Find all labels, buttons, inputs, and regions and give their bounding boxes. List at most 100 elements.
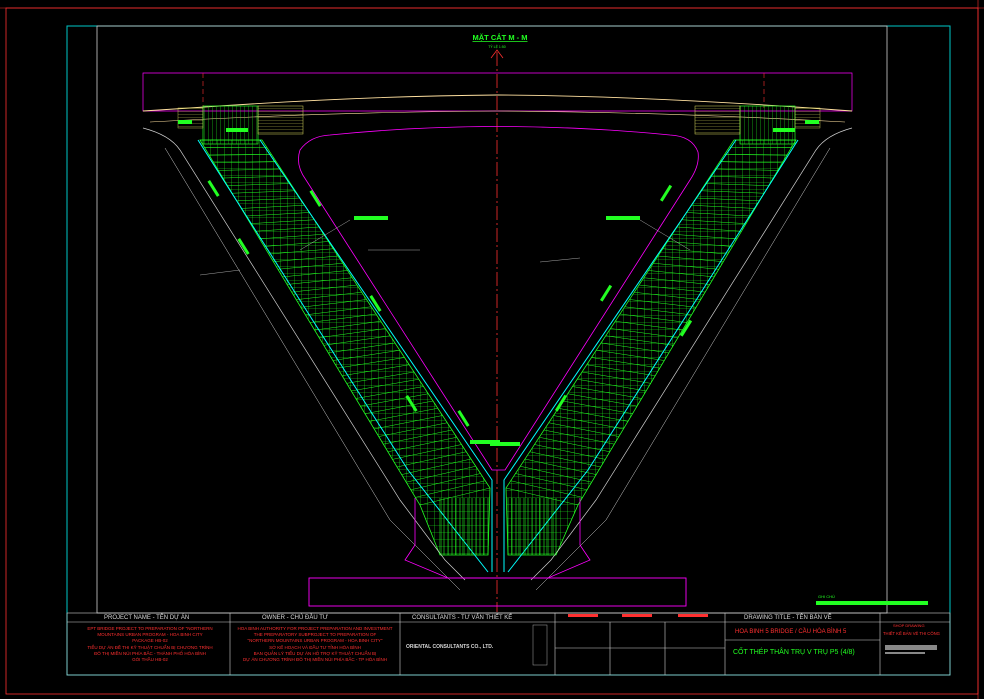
stirrup xyxy=(676,226,742,232)
stirrup xyxy=(355,386,424,399)
project-info: EPT BRIDGE PROJECT TO PREPARATION OF "NO… xyxy=(75,626,225,663)
rebar-callout-mark xyxy=(354,216,388,220)
left-head-yellow xyxy=(257,105,304,135)
stirrup xyxy=(218,168,282,171)
stirrup xyxy=(577,379,647,392)
project-line: MOUNTAINS URBAN PROGRAM - HOA BINH CITY xyxy=(97,632,203,638)
right-dim-line xyxy=(535,147,831,591)
stirrup xyxy=(505,487,579,506)
right-leg-concrete-outline xyxy=(530,127,853,581)
pile-cap xyxy=(308,577,687,607)
left-head-rebar xyxy=(202,105,259,145)
stirrup xyxy=(672,234,737,240)
left-leg-outer-face xyxy=(197,139,489,573)
stirrup xyxy=(337,357,405,369)
stirrup xyxy=(638,284,706,293)
project-line: TIỂU DỰ ÁN ĐỀ THI KỸ THUẬT CHUẨN BỊ CHƯƠ… xyxy=(87,644,213,650)
stirrup xyxy=(410,473,481,491)
stirrup xyxy=(282,270,348,278)
stirrup xyxy=(586,364,656,376)
stirrup xyxy=(232,190,296,194)
stirrup xyxy=(610,328,678,338)
right-head-rebar xyxy=(739,105,796,145)
stirrup xyxy=(236,197,301,202)
stirrup xyxy=(529,451,601,468)
rebar-callout-mark xyxy=(680,319,693,337)
stirrup xyxy=(558,408,629,422)
shop-drawing-label: SHOP DRAWING xyxy=(893,623,925,628)
stirrup xyxy=(600,342,669,354)
right-leg-outer-face xyxy=(507,139,799,573)
stirrup xyxy=(268,248,334,255)
consultant-name: ORIENTAL CONSULTANTS CO., LTD. xyxy=(406,644,494,650)
right-leg-stirrups xyxy=(505,139,796,506)
stirrup xyxy=(714,168,778,171)
stirrup xyxy=(510,480,583,498)
stirrup xyxy=(309,313,377,323)
owner-line: BAN QUẢN LÝ TIỂU DỰ ÁN HỖ TRỢ KỸ THUẬT C… xyxy=(253,650,377,656)
stirrup xyxy=(562,400,633,414)
stirrup xyxy=(346,371,415,384)
rebar-callout-mark xyxy=(555,394,568,412)
note-legend: GHI CHÚ xyxy=(816,594,928,605)
left-head-yellow2 xyxy=(177,107,204,129)
owner-info: HOA BINH AUTHORITY FOR PROJECT PREPARATI… xyxy=(234,626,396,663)
stirrup xyxy=(213,161,277,164)
shop-drawing-note: THIẾT KẾ BẢN VẼ THI CÔNG xyxy=(883,631,940,636)
revision-bar xyxy=(678,614,708,617)
deck-outline xyxy=(142,72,853,112)
stirrup xyxy=(695,197,760,202)
owner-line: SỞ KẾ HOẠCH VÀ ĐẦU TƯ TỈNH HÒA BÌNH xyxy=(269,644,361,650)
stirrup xyxy=(520,466,592,483)
note-bar xyxy=(816,601,928,605)
stirrup xyxy=(332,350,400,361)
stirrup xyxy=(667,241,733,247)
stirrup xyxy=(629,299,697,308)
drawing-title-header: DRAWING TITLE - TÊN BẢN VẼ xyxy=(744,615,832,621)
project-header: PROJECT NAME - TÊN DỰ ÁN xyxy=(104,615,190,621)
rebar-callout-mark xyxy=(207,180,220,197)
stirrup xyxy=(222,176,286,179)
stirrup xyxy=(634,292,701,300)
consultant-logo xyxy=(532,624,548,666)
rebar-callout-mark xyxy=(309,190,322,207)
stirrup xyxy=(397,451,467,468)
stirrup xyxy=(369,408,438,422)
stirrup xyxy=(364,400,434,414)
rebar-callout-mark xyxy=(606,216,640,220)
stirrup xyxy=(710,176,774,179)
right-head-yellow xyxy=(694,105,741,135)
right-leg-rebar xyxy=(505,139,797,556)
stirrup xyxy=(719,161,783,164)
left-leg-concrete-outline xyxy=(142,127,466,581)
project-line: ĐÔ THỊ MIỀN NÚI PHÍA BẮC - THÀNH PHỐ HÒA… xyxy=(94,650,206,656)
stamp-placeholder xyxy=(885,645,937,650)
leader-line xyxy=(539,257,581,263)
stirrup xyxy=(591,357,660,369)
rebar-callout-mark xyxy=(490,442,520,446)
stirrup xyxy=(406,466,476,483)
stirrup xyxy=(700,190,765,194)
stirrup xyxy=(305,306,372,316)
leader-line xyxy=(299,219,351,251)
right-head-yellow2 xyxy=(794,107,821,129)
stirrup xyxy=(619,313,688,323)
stirrup xyxy=(259,234,324,240)
stamp-placeholder xyxy=(885,652,925,654)
project-line: EPT BRIDGE PROJECT TO PREPARATION OF "NO… xyxy=(87,626,213,631)
stirrup xyxy=(374,415,443,430)
rebar-callout-mark xyxy=(457,410,470,427)
stirrup xyxy=(314,321,381,331)
rebar-callout-mark xyxy=(369,295,382,312)
stirrup xyxy=(524,458,597,475)
rebar-callout-mark xyxy=(178,120,192,124)
axis-arrow xyxy=(490,49,504,59)
stirrup xyxy=(724,154,787,156)
stirrup xyxy=(657,255,724,262)
stirrup xyxy=(296,292,362,300)
stirrup xyxy=(378,422,448,437)
stirrup xyxy=(539,437,610,453)
stirrup xyxy=(615,321,683,331)
rebar-callouts xyxy=(178,120,819,446)
stirrup xyxy=(662,248,728,255)
